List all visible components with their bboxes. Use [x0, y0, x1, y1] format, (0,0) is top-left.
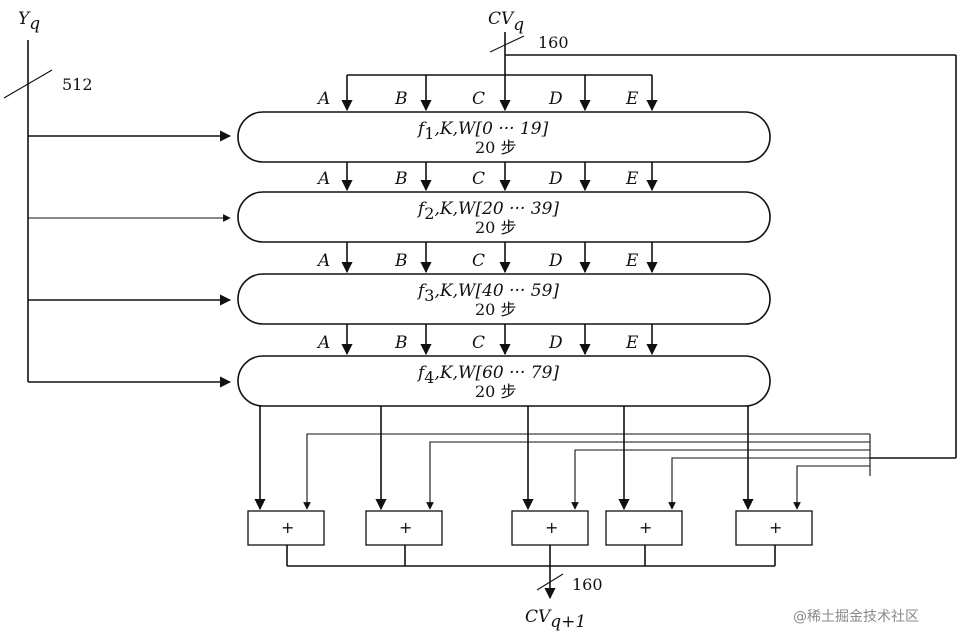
reg-label-a-round-4: A: [316, 333, 330, 353]
reg-label-e-round-3: E: [625, 251, 639, 271]
reg-label-e-round-4: E: [625, 333, 639, 353]
round-2-block: [237, 191, 771, 243]
adder-3-symbol: +: [545, 518, 558, 537]
reg-label-b-round-3: B: [394, 251, 408, 271]
adder-4-symbol: +: [639, 518, 652, 537]
cv-width-slash: [489, 35, 525, 53]
round-blocks: f1,K,W[0 ··· 19]20 步f2,K,W[20 ··· 39]20 …: [237, 111, 771, 407]
feedback-lines: [303, 433, 871, 510]
adder-3: [511, 510, 589, 546]
output-width-slash: [536, 573, 564, 591]
y-input-label: Yq: [18, 9, 40, 34]
reg-label-b-round-2: B: [394, 169, 408, 189]
round-4-block: [237, 355, 771, 407]
feedback-to-adder-3: [571, 449, 870, 510]
watermark: @稀土掘金技术社区: [793, 609, 919, 625]
feedback-to-adder-1: [303, 433, 870, 510]
reg-label-d-round-4: D: [548, 333, 563, 353]
feedback-to-adder-2: [426, 441, 870, 510]
adder-4: [605, 510, 683, 546]
adder-blocks: + + + + +: [247, 406, 813, 566]
round-4-function: f4,K,W[60 ··· 79]: [416, 363, 559, 387]
reg-label-d-round-1: D: [548, 89, 563, 109]
reg-label-e-round-2: E: [625, 169, 639, 189]
reg-label-d-round-2: D: [548, 169, 563, 189]
round-1-block: [237, 111, 771, 163]
round-2-function: f2,K,W[20 ··· 39]: [416, 199, 559, 223]
round-4-steps: 20 步: [475, 382, 516, 401]
y-width-label: 512: [62, 75, 93, 94]
reg-label-a-round-1: A: [316, 89, 330, 109]
reg-label-b-round-4: B: [394, 333, 408, 353]
reg-label-c-round-1: C: [472, 89, 485, 109]
cv-input-label: CVq: [488, 9, 524, 35]
round-3-block: [237, 273, 771, 325]
cv-width-label: 160: [538, 33, 569, 52]
round-3-function: f3,K,W[40 ··· 59]: [416, 281, 559, 305]
adder-2-symbol: +: [399, 518, 412, 537]
output-label: CVq+1: [525, 607, 586, 632]
register-arrows: A B C D E A B C D E A B C D E A B C D E: [316, 75, 658, 356]
reg-label-c-round-2: C: [472, 169, 485, 189]
adder-1: [247, 510, 325, 546]
adder-1-symbol: +: [281, 518, 294, 537]
round-3-steps: 20 步: [475, 300, 516, 319]
feedback-to-adder-4: [668, 457, 870, 510]
reg-label-e-round-1: E: [625, 89, 639, 109]
round-1-function: f1,K,W[0 ··· 19]: [416, 119, 549, 143]
reg-label-d-round-3: D: [548, 251, 563, 271]
adder-5-symbol: +: [769, 518, 782, 537]
output-width-label: 160: [572, 575, 603, 594]
adder-2: [365, 510, 443, 546]
adder-5: [735, 510, 813, 546]
y-width-slash: [3, 69, 53, 99]
reg-label-a-round-2: A: [316, 169, 330, 189]
round-2-steps: 20 步: [475, 218, 516, 237]
feedback-to-adder-5: [793, 465, 870, 510]
reg-label-a-round-3: A: [316, 251, 330, 271]
round-1-steps: 20 步: [475, 138, 516, 157]
reg-label-c-round-3: C: [472, 251, 485, 271]
reg-label-c-round-4: C: [472, 333, 485, 353]
reg-label-b-round-1: B: [394, 89, 408, 109]
